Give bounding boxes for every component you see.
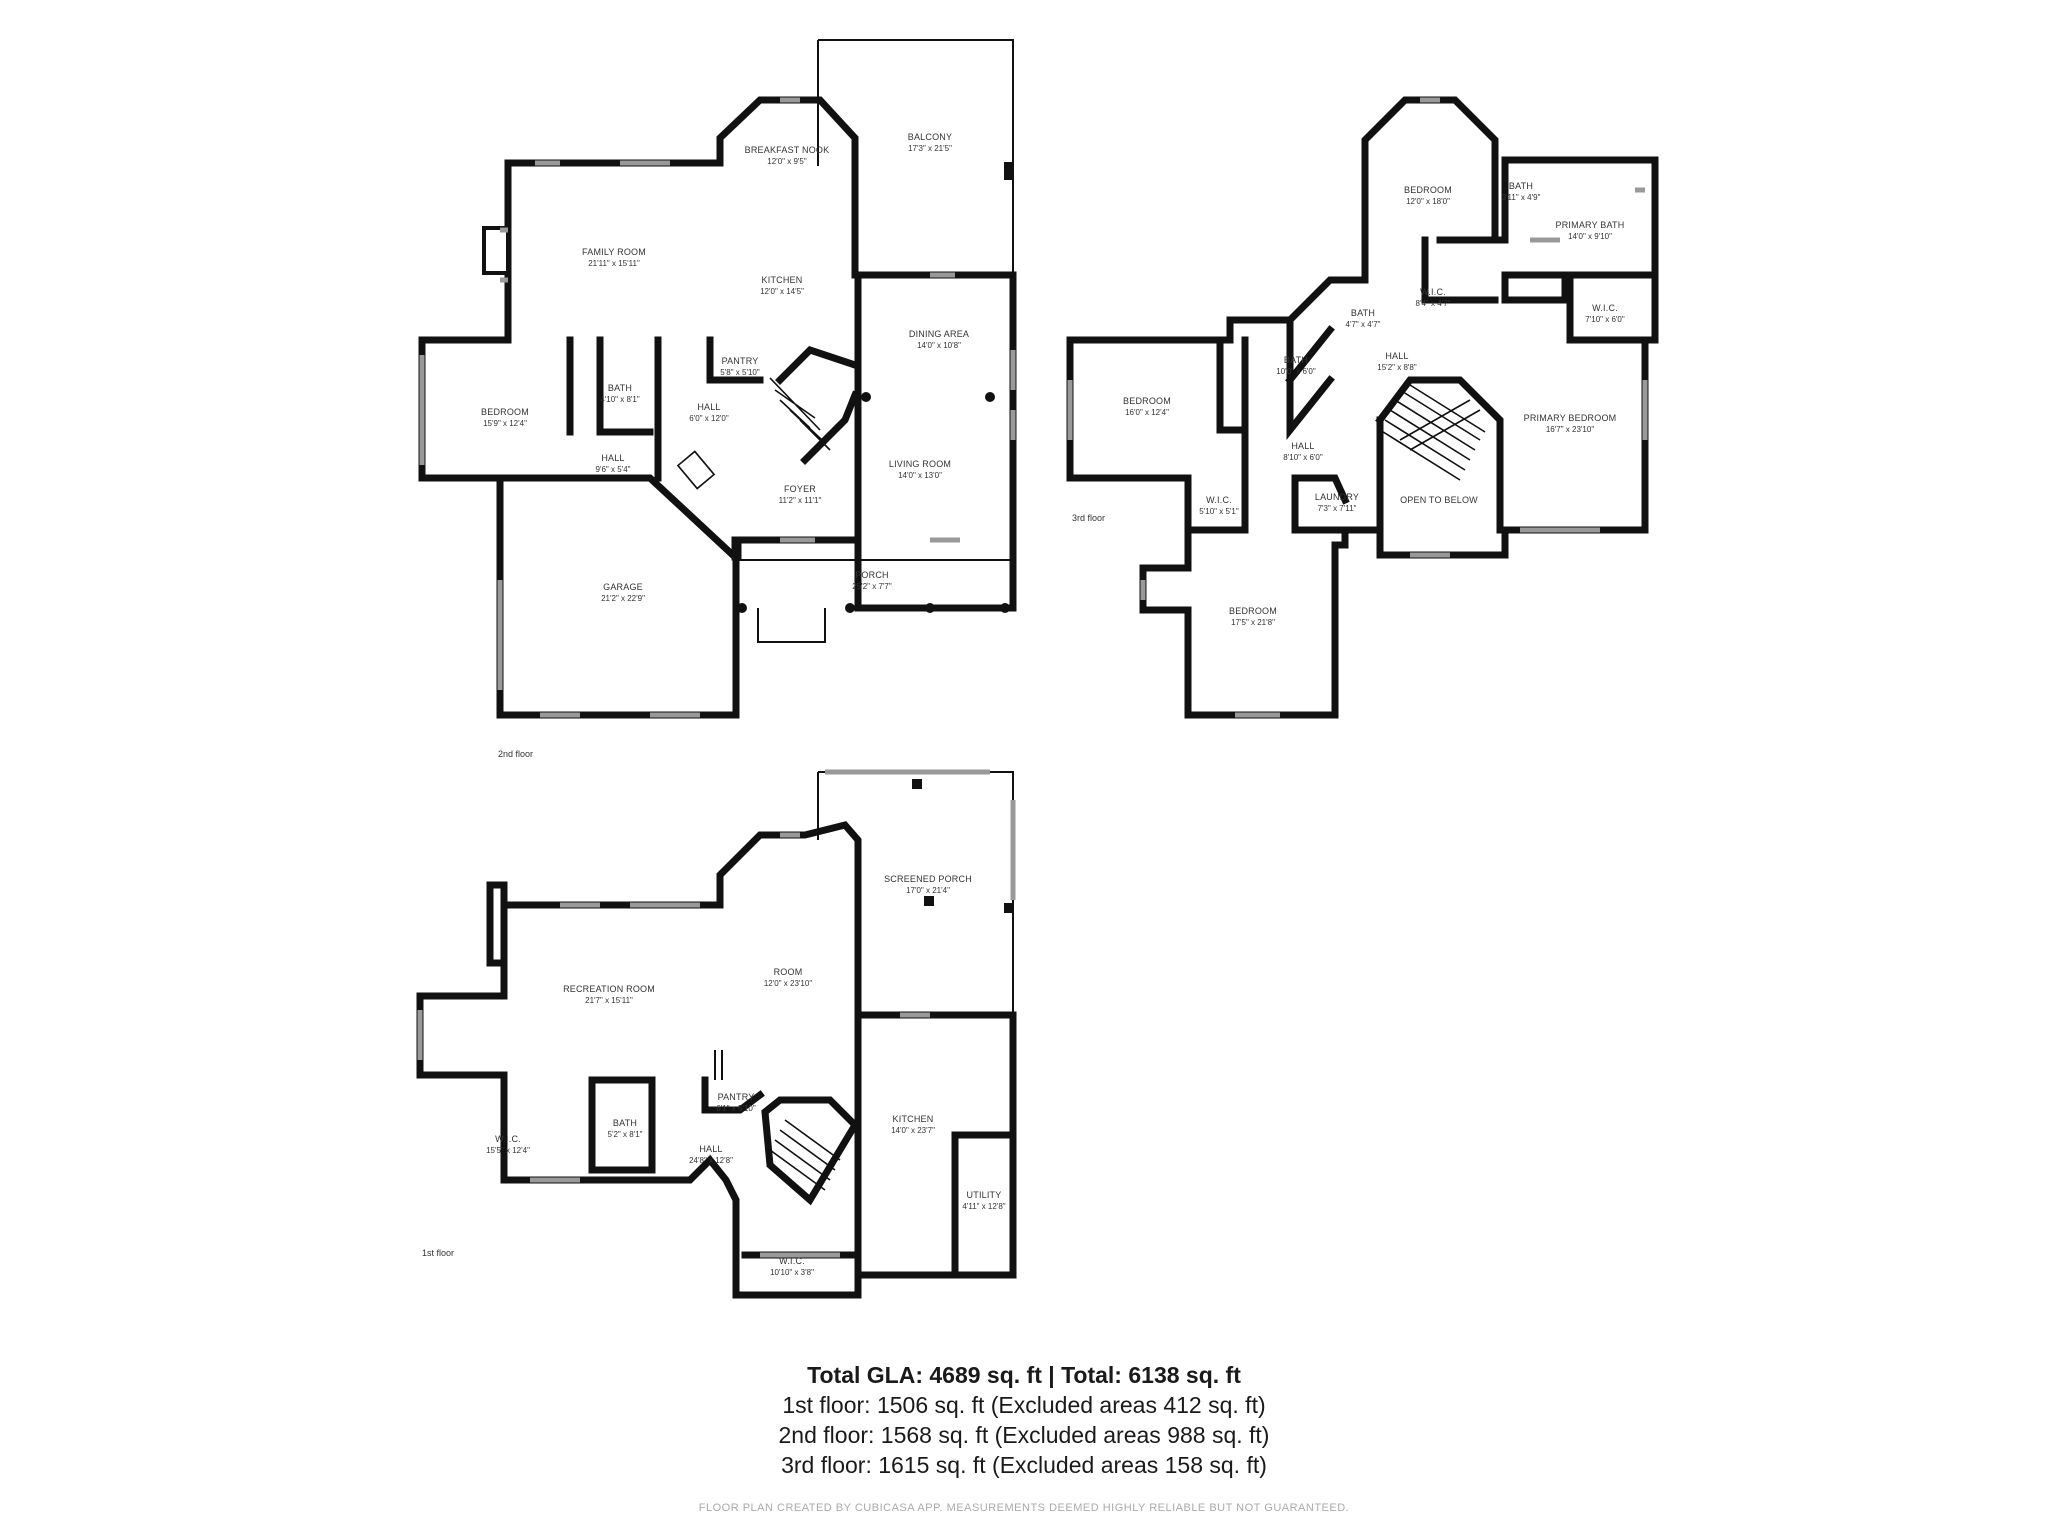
second-floor-room-hall-b-name: HALL: [601, 453, 624, 463]
first-floor-room-wic-dimensions: 15'5" x 12'4": [486, 1146, 530, 1155]
second-floor-room-bedroom-dimensions: 15'9" x 12'4": [483, 419, 527, 428]
third-floor-room-primary-bedroom-dimensions: 16'7" x 23'10": [1546, 425, 1594, 434]
third-floor-room-wic-c-name: W.I.C.: [1206, 495, 1232, 505]
area-summary: Total GLA: 4689 sq. ft | Total: 6138 sq.…: [0, 1360, 2048, 1480]
disclaimer: FLOOR PLAN CREATED BY CUBICASA APP. MEAS…: [698, 1502, 1350, 1514]
third-floor-room-bedroom-top-name: BEDROOM: [1404, 185, 1452, 195]
third-floor-room-primary-bath-dimensions: 14'0" x 9'10": [1568, 232, 1612, 241]
stairs-icon: [676, 377, 831, 490]
second-floor-room-balcony-name: BALCONY: [908, 132, 952, 142]
first-floor-room-utility-dimensions: 4'11" x 12'8": [962, 1202, 1005, 1211]
second-floor-room-pantry-dimensions: 5'8" x 5'10": [720, 368, 760, 377]
third-floor-label: 3rd floor: [1072, 513, 1105, 523]
third-floor-room-hall-top-dimensions: 15'2" x 8'8": [1377, 363, 1417, 372]
stairs-icon: [769, 1119, 841, 1191]
second-floor-room-bath-name: BATH: [608, 383, 632, 393]
first-floor-room-hall-dimensions: 24'8" x 12'8": [689, 1156, 733, 1165]
third-floor-room-bath-mid-dimensions: 4'7" x 4'7": [1346, 320, 1381, 329]
second-floor-room-hall-b-dimensions: 9'6" x 5'4": [596, 465, 631, 474]
second-floor-plan: [418, 39, 1017, 719]
second-floor-room-hall-a-name: HALL: [697, 402, 720, 412]
third-floor-room-bath-small-name: BATH: [1509, 181, 1533, 191]
first-floor-room-bath-name: BATH: [613, 1118, 637, 1128]
third-floor-room-hall-low-name: HALL: [1291, 441, 1314, 451]
second-floor-room-family-room-name: FAMILY ROOM: [582, 247, 646, 257]
fireplace-icon: [482, 226, 510, 275]
third-floor-room-wic-b-dimensions: 7'10" x 6'0": [1585, 315, 1625, 324]
room-labels: FAMILY ROOM 21'11" x 15'11" BREAKFAST NOOK…: [481, 132, 1625, 1277]
third-floor-room-primary-bath-name: PRIMARY BATH: [1556, 220, 1625, 230]
second-floor-room-bath-dimensions: 4'10" x 8'1": [600, 395, 640, 404]
second-floor-room-pantry-name: PANTRY: [722, 356, 759, 366]
first-floor-room-wic-small-name: W.I.C.: [779, 1256, 805, 1266]
second-floor-room-kitchen-dimensions: 12'0" x 14'5": [760, 287, 804, 296]
third-floor-room-bath-large-name: BATH: [1284, 355, 1308, 365]
third-floor-room-bedroom-bottom-name: BEDROOM: [1229, 606, 1277, 616]
third-floor-room-open-below-name: OPEN TO BELOW: [1400, 495, 1478, 505]
second-floor-room-hall-a-dimensions: 6'0" x 12'0": [689, 414, 729, 423]
second-floor-room-family-room-dimensions: 21'11" x 15'11": [588, 259, 640, 268]
first-floor-room-room-name: ROOM: [774, 967, 803, 977]
third-floor-room-wic-c-dimensions: 5'10" x 5'1": [1199, 507, 1239, 516]
third-floor-room-wic-b-name: W.I.C.: [1592, 303, 1618, 313]
first-floor-room-recreation-room-dimensions: 21'7" x 15'11": [585, 996, 633, 1005]
second-floor-room-foyer-name: FOYER: [784, 484, 816, 494]
second-floor-room-breakfast-nook-dimensions: 12'0" x 9'5": [767, 157, 807, 166]
first-floor-room-wic-name: W.I.C.: [495, 1134, 521, 1144]
third-floor-room-bedroom-left-name: BEDROOM: [1123, 396, 1171, 406]
first-floor-room-wic-small-dimensions: 10'10" x 3'8": [770, 1268, 814, 1277]
first-floor-area: 1st floor: 1506 sq. ft (Excluded areas 4…: [782, 1392, 1266, 1418]
second-floor-room-porch-dimensions: 25'2" x 7'7": [852, 582, 892, 591]
third-floor-room-bedroom-left-dimensions: 16'0" x 12'4": [1125, 408, 1169, 417]
third-floor-room-bath-small-dimensions: 3'11" x 4'9": [1502, 193, 1541, 202]
third-floor-room-bedroom-bottom-dimensions: 17'5" x 21'8": [1231, 618, 1275, 627]
second-floor-room-breakfast-nook-name: BREAKFAST NOOK: [745, 145, 830, 155]
first-floor-room-utility-name: UTILITY: [967, 1190, 1002, 1200]
first-floor-room-pantry-dimensions: 6'1" x 5'10": [716, 1104, 756, 1113]
second-floor-room-porch-name: PORCH: [855, 570, 889, 580]
first-floor-room-bath-dimensions: 5'2" x 8'1": [608, 1130, 643, 1139]
second-floor-room-kitchen-name: KITCHEN: [762, 275, 803, 285]
first-floor-room-screened-porch-dimensions: 17'0" x 21'4": [906, 886, 950, 895]
second-floor-room-garage-dimensions: 21'2" x 22'9": [601, 594, 645, 603]
first-floor-room-room-dimensions: 12'0" x 23'10": [764, 979, 812, 988]
third-floor-room-laundry-dimensions: 7'3" x 7'11": [1318, 504, 1357, 513]
second-floor-room-dining-area-dimensions: 14'0" x 10'8": [917, 341, 961, 350]
third-floor-room-bedroom-top-dimensions: 12'0" x 18'0": [1406, 197, 1450, 206]
total-area: Total GLA: 4689 sq. ft | Total: 6138 sq.…: [807, 1362, 1241, 1388]
third-floor-room-bath-large-dimensions: 10'0" x 6'0": [1276, 367, 1316, 376]
third-floor-room-primary-bedroom-name: PRIMARY BEDROOM: [1524, 413, 1617, 423]
first-floor-room-hall-name: HALL: [699, 1144, 722, 1154]
third-floor-room-wic-a-name: W.I.C.: [1420, 287, 1446, 297]
second-floor-room-dining-area-name: DINING AREA: [909, 329, 969, 339]
second-floor-area: 2nd floor: 1568 sq. ft (Excluded areas 9…: [778, 1422, 1270, 1448]
second-floor-room-garage-name: GARAGE: [603, 582, 643, 592]
first-floor-room-screened-porch-name: SCREENED PORCH: [884, 874, 972, 884]
third-floor-plan: [1066, 96, 1659, 719]
third-floor-area: 3rd floor: 1615 sq. ft (Excluded areas 1…: [781, 1452, 1267, 1478]
second-floor-label: 2nd floor: [498, 749, 533, 759]
third-floor-room-wic-a-dimensions: 8'4" x 4'7": [1416, 299, 1451, 308]
first-floor-plan: [416, 769, 1017, 1299]
first-floor-room-kitchen-dimensions: 14'0" x 23'7": [891, 1126, 935, 1135]
stairs-icon: [1379, 384, 1486, 481]
second-floor-room-foyer-dimensions: 11'2" x 11'1": [779, 496, 822, 505]
second-floor-room-balcony-dimensions: 17'3" x 21'5": [908, 144, 952, 153]
first-floor-room-kitchen-name: KITCHEN: [893, 1114, 934, 1124]
third-floor-room-laundry-name: LAUNDRY: [1315, 492, 1359, 502]
second-floor-room-living-room-name: LIVING ROOM: [889, 459, 951, 469]
third-floor-room-hall-low-dimensions: 8'10" x 6'0": [1283, 453, 1323, 462]
second-floor-room-bedroom-name: BEDROOM: [481, 407, 529, 417]
third-floor-room-bath-mid-name: BATH: [1351, 308, 1375, 318]
first-floor-room-recreation-room-name: RECREATION ROOM: [563, 984, 655, 994]
first-floor-room-pantry-name: PANTRY: [718, 1092, 755, 1102]
second-floor-room-living-room-dimensions: 14'0" x 13'0": [898, 471, 942, 480]
first-floor-label: 1st floor: [422, 1248, 454, 1258]
third-floor-room-hall-top-name: HALL: [1385, 351, 1408, 361]
